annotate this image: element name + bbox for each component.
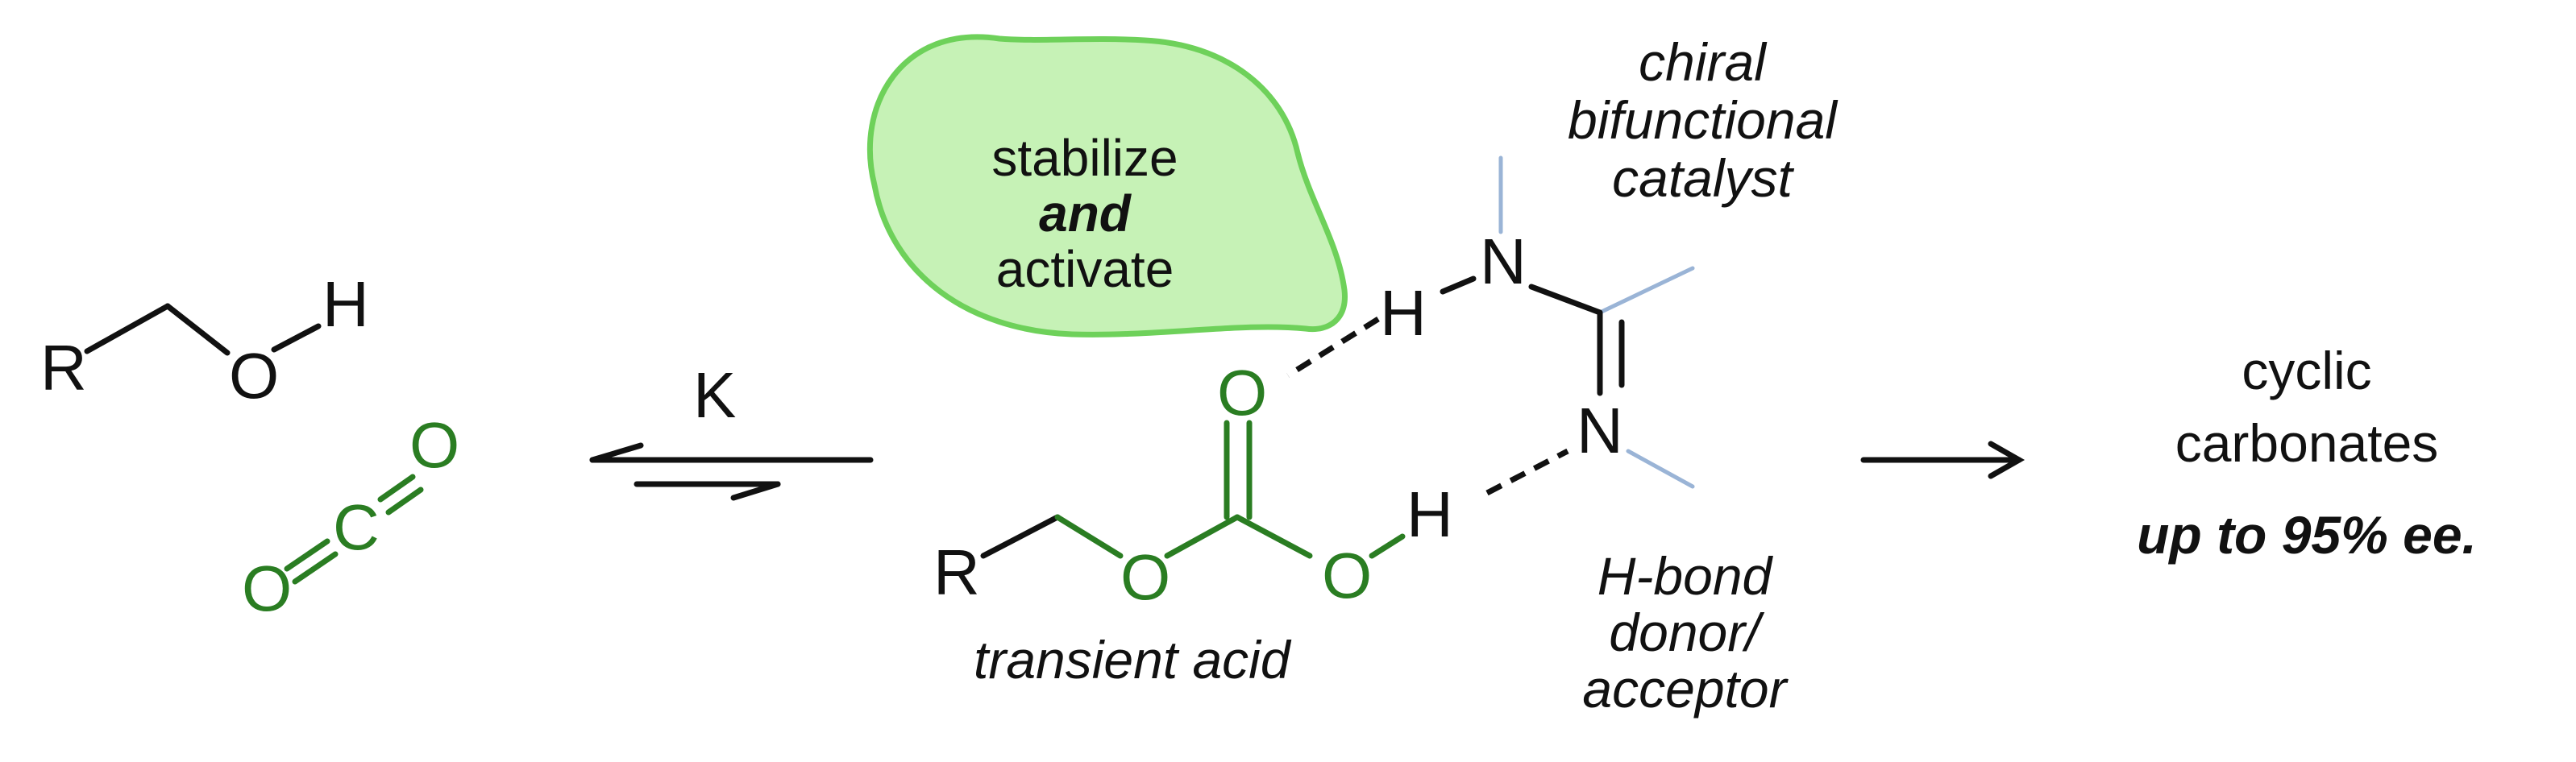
catalyst-title: chiral bifunctional catalyst xyxy=(1568,32,1839,208)
catalyst-stub-right-bottom xyxy=(1626,449,1695,489)
co2-double-bond-right-a xyxy=(377,474,416,503)
transient-acid-molecule: R O O O H transient acid xyxy=(933,357,1453,690)
product-line-3: up to 95% ee. xyxy=(2137,505,2477,565)
catalyst-bond-n-c xyxy=(1528,284,1603,316)
co2-c-label: C xyxy=(333,491,380,563)
catalyst-title-line-2: bifunctional xyxy=(1568,90,1839,150)
co2-molecule: O C O xyxy=(242,409,459,624)
catalyst-title-line-1: chiral xyxy=(1639,32,1768,92)
hbond-label-line-2: donor/ xyxy=(1609,603,1765,662)
bubble-line-1: stabilize xyxy=(991,129,1178,187)
co2-o-left-label: O xyxy=(242,553,292,624)
hbond-bottom xyxy=(1485,448,1569,496)
bubble-shape xyxy=(866,34,1348,338)
alcohol-r-label: R xyxy=(40,332,87,404)
hbond-label-line-3: acceptor xyxy=(1582,659,1789,719)
co2-double-bond-left-a xyxy=(284,538,330,572)
acid-bond-c-oh xyxy=(1234,514,1313,559)
acid-bond-o-c xyxy=(1164,514,1240,559)
alcohol-bond-ch2-o xyxy=(164,303,231,356)
alcohol-h-label: H xyxy=(322,268,369,340)
hydrogen-bonds xyxy=(1286,317,1569,496)
bubble-line-2: and xyxy=(1039,184,1132,242)
stabilize-bubble: stabilize and activate xyxy=(866,34,1348,338)
catalyst-h-top-label: H xyxy=(1380,277,1427,349)
alcohol-bond-o-h xyxy=(271,323,322,353)
acid-r-label: R xyxy=(933,536,980,608)
catalyst-bond-n-h-top xyxy=(1440,275,1477,295)
hbond-label-line-1: H-bond xyxy=(1598,546,1774,606)
acid-bond-r-ch2 xyxy=(980,514,1061,559)
hbond-donor-acceptor-label: H-bond donor/ acceptor xyxy=(1582,546,1789,719)
acid-o-carbonyl-label: O xyxy=(1217,357,1267,429)
catalyst-stub-right-top xyxy=(1598,266,1695,315)
forward-arrow xyxy=(1860,441,2025,479)
catalyst-n-bottom-label: N xyxy=(1577,395,1623,466)
product-line-1: cyclic xyxy=(2242,341,2371,400)
co2-double-bond-right-b xyxy=(385,487,424,516)
alcohol-molecule: R O H xyxy=(40,268,369,412)
catalyst-title-line-3: catalyst xyxy=(1612,148,1794,208)
co2-o-right-label: O xyxy=(409,409,459,481)
catalyst-molecule: N H N xyxy=(1380,155,1695,489)
bubble-line-3: activate xyxy=(996,240,1174,298)
product-line-2: carbonates xyxy=(2175,413,2439,473)
co2-double-bond-left-b xyxy=(292,551,339,585)
acid-bond-ch2-o xyxy=(1054,514,1124,559)
product-label: cyclic carbonates up to 95% ee. xyxy=(2137,341,2477,565)
equilibrium-arrow-back-head xyxy=(589,442,644,463)
transient-acid-label: transient acid xyxy=(974,630,1292,690)
equilibrium-arrow-forward-head xyxy=(730,481,781,501)
acid-o-ester-label: O xyxy=(1120,541,1170,613)
catalyst-n-top-label: N xyxy=(1480,226,1527,297)
hbond-top xyxy=(1286,317,1380,378)
equilibrium-k-label: K xyxy=(693,359,736,431)
equilibrium-arrows: K xyxy=(589,359,874,501)
forward-arrow-head xyxy=(1988,441,2025,479)
acid-bond-o-h xyxy=(1369,533,1406,559)
alcohol-bond-r-ch2 xyxy=(84,303,171,354)
acid-h-label: H xyxy=(1406,478,1453,550)
acid-o-hydroxyl-label: O xyxy=(1322,540,1372,611)
alcohol-o-label: O xyxy=(229,340,279,412)
